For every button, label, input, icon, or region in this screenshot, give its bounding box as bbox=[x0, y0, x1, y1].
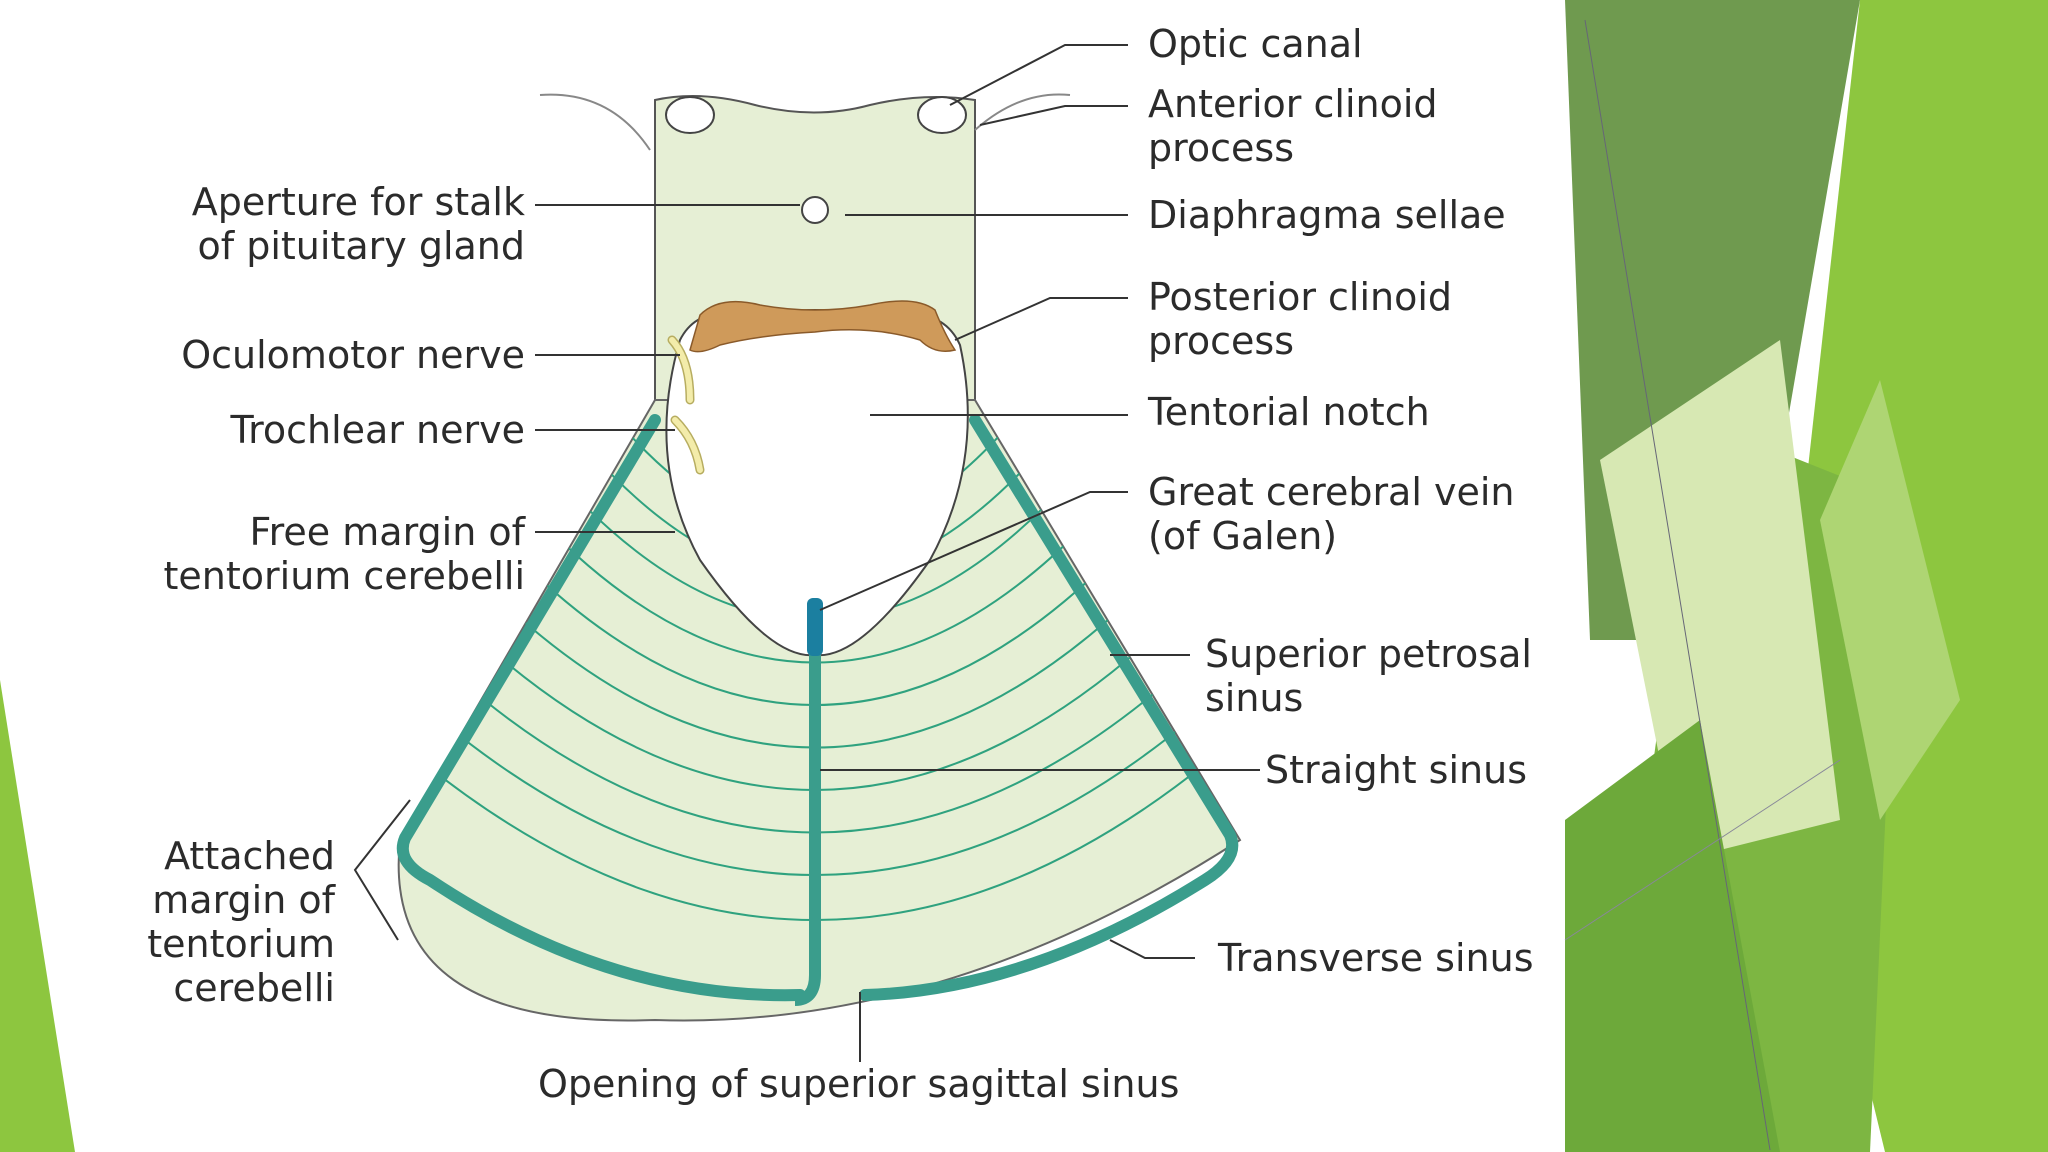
right-lower-wedge bbox=[1565, 720, 1780, 1152]
label-opening-superior-sagittal-sinus: Opening of superior sagittal sinus bbox=[538, 1062, 1180, 1106]
right-thin-line-2 bbox=[1564, 759, 1841, 941]
label-anterior-clinoid-line1: Anterior clinoid bbox=[1148, 82, 1438, 126]
label-free-margin: Free margin of tentorium cerebelli bbox=[120, 510, 525, 598]
right-light-wedge-2 bbox=[1820, 380, 1960, 820]
label-transverse-sinus: Transverse sinus bbox=[1218, 936, 1534, 980]
pituitary-aperture bbox=[801, 196, 829, 224]
label-aperture-line1: Aperture for stalk bbox=[191, 180, 525, 224]
label-attached-margin: Attached margin of tentorium cerebelli bbox=[80, 834, 335, 1010]
right-petrosal-transverse-sinus bbox=[859, 414, 1239, 1001]
label-posterior-clinoid-line2: process bbox=[1148, 319, 1295, 363]
label-diaphragma-sellae: Diaphragma sellae bbox=[1148, 193, 1506, 237]
anterior-clinoid-right bbox=[917, 96, 967, 134]
label-superior-petrosal-sinus: Superior petrosal sinus bbox=[1205, 632, 1532, 720]
right-thin-line-1 bbox=[1584, 19, 1771, 1151]
label-attached-line3: tentorium bbox=[147, 922, 335, 966]
label-great-cerebral-vein: Great cerebral vein (of Galen) bbox=[1148, 470, 1515, 558]
label-straight-sinus: Straight sinus bbox=[1265, 748, 1527, 792]
posterior-clinoid-process bbox=[689, 300, 957, 353]
label-posterior-clinoid: Posterior clinoid process bbox=[1148, 275, 1452, 363]
label-great-vein-line1: Great cerebral vein bbox=[1148, 470, 1515, 514]
right-falx-edge bbox=[974, 93, 1071, 131]
label-sup-petrosal-line1: Superior petrosal bbox=[1205, 632, 1532, 676]
label-attached-line4: cerebelli bbox=[173, 966, 335, 1010]
label-sup-petrosal-line2: sinus bbox=[1205, 676, 1304, 720]
label-aperture-line2: of pituitary gland bbox=[197, 224, 525, 268]
label-aperture-pituitary: Aperture for stalk of pituitary gland bbox=[150, 180, 525, 268]
right-light-wedge-1 bbox=[1600, 340, 1840, 860]
label-free-margin-line1: Free margin of bbox=[249, 510, 525, 554]
label-free-margin-line2: tentorium cerebelli bbox=[163, 554, 525, 598]
label-posterior-clinoid-line1: Posterior clinoid bbox=[1148, 275, 1453, 319]
left-accent-triangle bbox=[0, 680, 75, 1152]
label-anterior-clinoid: Anterior clinoid process bbox=[1148, 82, 1438, 170]
great-cerebral-vein bbox=[807, 598, 823, 656]
left-falx-edge bbox=[539, 93, 651, 151]
label-oculomotor-nerve: Oculomotor nerve bbox=[181, 333, 525, 377]
label-optic-canal: Optic canal bbox=[1148, 22, 1363, 66]
label-anterior-clinoid-line2: process bbox=[1148, 126, 1295, 170]
label-tentorial-notch: Tentorial notch bbox=[1148, 390, 1430, 434]
straight-sinus bbox=[794, 610, 821, 1006]
label-trochlear-nerve: Trochlear nerve bbox=[230, 408, 525, 452]
anterior-clinoid-left bbox=[665, 96, 715, 134]
label-great-vein-line2: (of Galen) bbox=[1148, 514, 1338, 558]
label-attached-line2: margin of bbox=[152, 878, 335, 922]
left-petrosal-transverse-sinus bbox=[396, 414, 806, 1002]
leader-lines bbox=[353, 44, 1260, 1062]
label-attached-line1: Attached bbox=[164, 834, 335, 878]
